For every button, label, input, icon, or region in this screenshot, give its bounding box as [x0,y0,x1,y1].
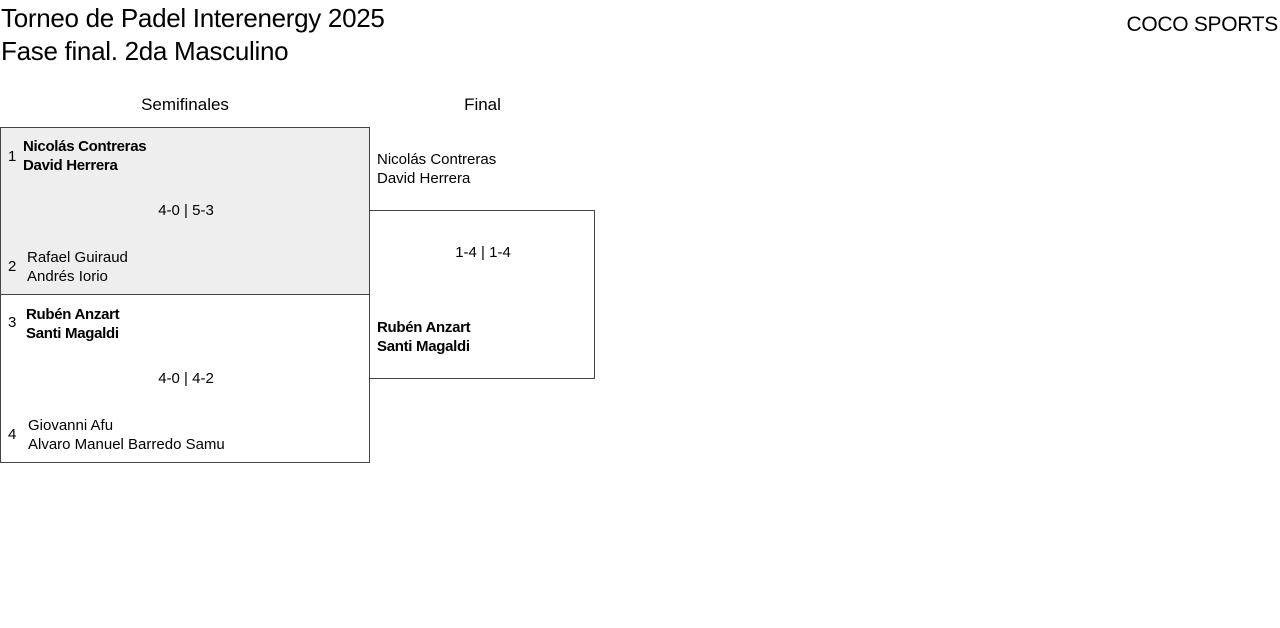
player-name: David Herrera [23,157,118,174]
player-name: Santi Magaldi [26,325,119,342]
seed-number: 4 [8,426,17,443]
match-score: 4-0 | 4-2 [158,370,214,387]
player-name: Rubén Anzart [26,306,120,323]
phase-title: Fase final. 2da Masculino [1,36,289,66]
tournament-title: Torneo de Padel Interenergy 2025 [1,3,385,33]
seed-number: 1 [8,148,17,165]
player-name: Rafael Guiraud [27,249,128,266]
seed-number: 3 [8,314,17,331]
team-winner: Nicolás Contreras David Herrera [23,137,147,175]
semifinals-header: Semifinales [141,95,229,114]
player-name: Andrés Iorio [27,268,108,285]
player-name: Santi Magaldi [377,338,470,355]
team-loser: Rafael Guiraud Andrés Iorio [27,248,128,286]
match-score: 1-4 | 1-4 [455,244,511,261]
player-name: Nicolás Contreras [377,151,497,168]
player-name: Rubén Anzart [377,319,471,336]
player-name: Alvaro Manuel Barredo Samu [28,436,225,453]
page-title: Torneo de Padel Interenergy 2025 Fase fi… [1,2,385,68]
player-name: David Herrera [377,170,471,187]
seed-number: 2 [8,258,17,275]
team-winner: Rubén Anzart Santi Magaldi [26,305,120,343]
semifinal-match-2[interactable]: 3 Rubén Anzart Santi Magaldi 4-0 | 4-2 4… [0,294,370,463]
final-team-winner: Rubén Anzart Santi Magaldi [377,318,471,356]
final-match[interactable]: 1-4 | 1-4 Rubén Anzart Santi Magaldi [369,210,595,379]
player-name: Giovanni Afu [28,417,114,434]
player-name: Nicolás Contreras [23,138,147,155]
final-header: Final [464,95,501,114]
final-team-top: Nicolás Contreras David Herrera [377,150,496,188]
team-loser: Giovanni Afu Alvaro Manuel Barredo Samu [28,416,225,454]
semifinal-match-1[interactable]: 1 Nicolás Contreras David Herrera 4-0 | … [0,127,370,295]
match-score: 4-0 | 5-3 [158,202,214,219]
brand-name: COCO SPORTS [1126,13,1278,36]
